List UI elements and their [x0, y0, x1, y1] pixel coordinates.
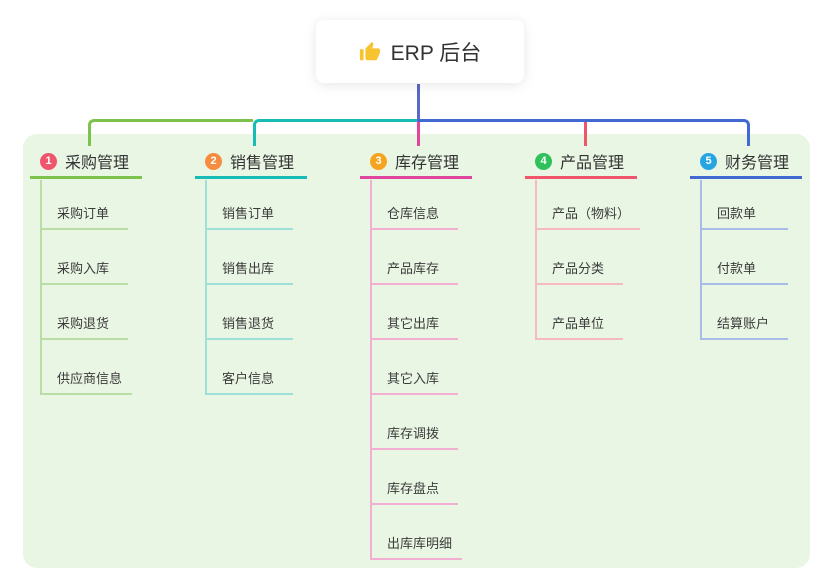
bus-segment-purchase [88, 119, 253, 146]
child-node[interactable]: 库存调拨 [370, 425, 458, 450]
root-connector-line [417, 84, 420, 121]
drop-line-inventory [417, 121, 420, 146]
branch-node-5[interactable]: 5 财务管理 [690, 146, 802, 179]
child-node[interactable]: 供应商信息 [40, 370, 133, 395]
thumbs-up-icon [359, 41, 381, 63]
child-node[interactable]: 产品分类 [535, 260, 623, 285]
child-node[interactable]: 销售出库 [205, 260, 293, 285]
child-node[interactable]: 产品（物料） [535, 205, 641, 230]
child-node[interactable]: 采购入库 [40, 260, 128, 285]
child-node[interactable]: 其它出库 [370, 315, 458, 340]
branch-node-2[interactable]: 2 销售管理 [195, 146, 307, 179]
branch-number-badge: 4 [535, 152, 552, 170]
root-node[interactable]: ERP 后台 [316, 20, 524, 83]
child-node[interactable]: 销售订单 [205, 205, 293, 230]
child-node[interactable]: 库存盘点 [370, 480, 458, 505]
branch-label: 财务管理 [725, 155, 790, 172]
branch-number-badge: 2 [205, 152, 222, 170]
root-title: ERP 后台 [390, 41, 482, 65]
branch-node-1[interactable]: 1 采购管理 [30, 146, 142, 179]
child-node[interactable]: 结算账户 [700, 315, 788, 340]
bus-segment-finance [418, 119, 750, 146]
bus-segment-sales [253, 119, 417, 146]
branch-child-connector [535, 180, 537, 340]
child-node[interactable]: 采购订单 [40, 205, 128, 230]
child-node[interactable]: 其它入库 [370, 370, 458, 395]
branch-number-badge: 1 [40, 152, 57, 170]
child-node[interactable]: 出库库明细 [370, 535, 463, 560]
branch-node-3[interactable]: 3 库存管理 [360, 146, 472, 179]
child-node[interactable]: 付款单 [700, 260, 788, 285]
branch-child-connector [700, 180, 702, 340]
branch-label: 销售管理 [230, 155, 295, 172]
branch-label: 采购管理 [65, 155, 130, 172]
child-node[interactable]: 仓库信息 [370, 205, 458, 230]
branch-label: 库存管理 [395, 155, 460, 172]
child-node[interactable]: 回款单 [700, 205, 788, 230]
branch-child-connector [370, 180, 372, 560]
branch-child-connector [40, 180, 42, 395]
child-node[interactable]: 产品单位 [535, 315, 623, 340]
branches-panel [23, 134, 810, 568]
branch-number-badge: 3 [370, 152, 387, 170]
branch-node-4[interactable]: 4 产品管理 [525, 146, 637, 179]
branch-number-badge: 5 [700, 152, 717, 170]
branch-label: 产品管理 [560, 155, 625, 172]
child-node[interactable]: 销售退货 [205, 315, 293, 340]
child-node[interactable]: 采购退货 [40, 315, 128, 340]
drop-line-product [584, 121, 587, 146]
branch-child-connector [205, 180, 207, 395]
child-node[interactable]: 产品库存 [370, 260, 458, 285]
child-node[interactable]: 客户信息 [205, 370, 293, 395]
